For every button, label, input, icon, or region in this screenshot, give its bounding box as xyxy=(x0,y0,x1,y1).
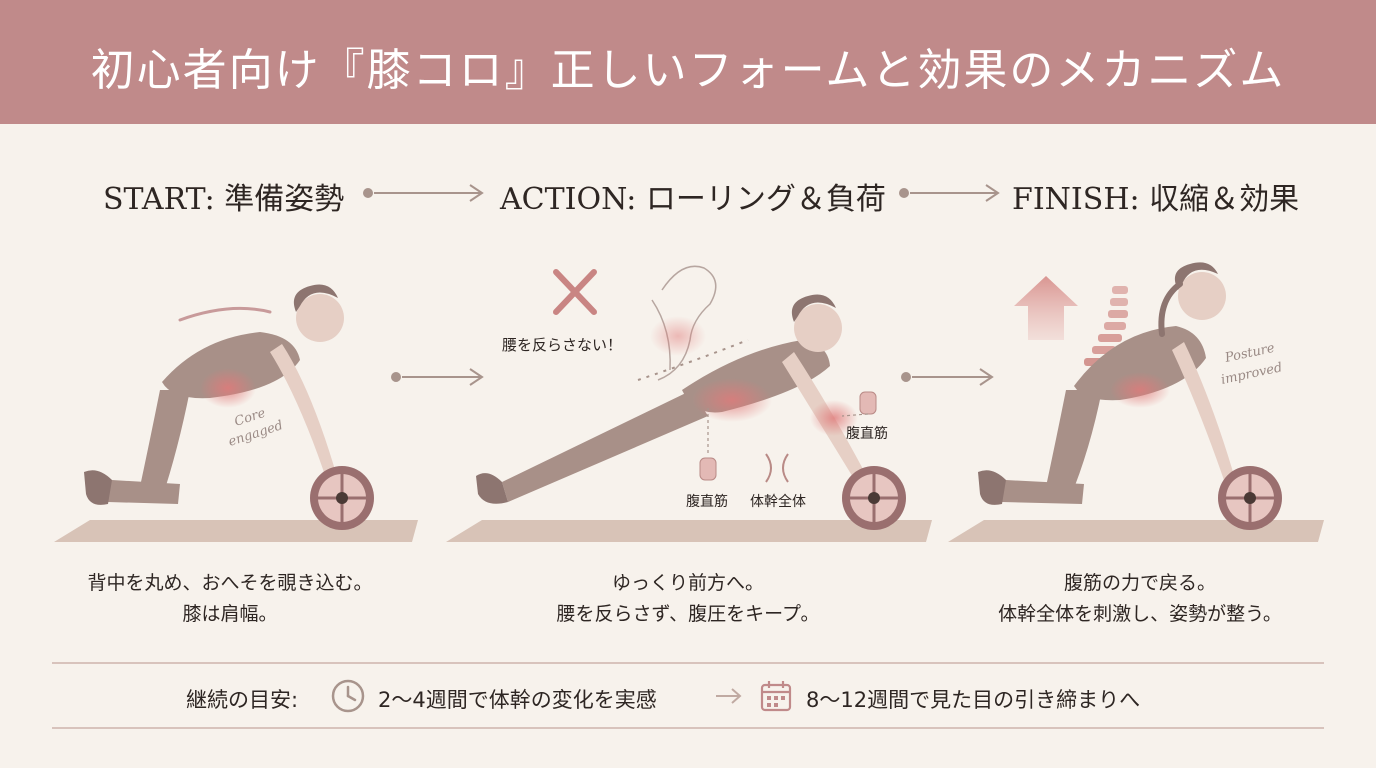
step-arrow-2 xyxy=(899,184,1000,202)
finish-illustration: Posture improved xyxy=(948,262,1324,542)
footer-label: 継続の目安: xyxy=(186,688,299,712)
warning-x-icon xyxy=(553,269,597,315)
ab-wheel xyxy=(1218,466,1282,530)
step-title-action: ACTION: ローリング＆負荷 xyxy=(500,182,886,217)
calendar-icon xyxy=(760,681,792,712)
action-illustration: 腰を反らさない！ 腹直筋 腹直筋 体幹全体 xyxy=(446,265,932,542)
caption-start-line1: 背中を丸め、おへそを覗き込む。 xyxy=(87,572,373,594)
scene-arrow-2 xyxy=(901,368,994,386)
caption-action-line1: ゆっくり前方へ。 xyxy=(611,572,764,594)
footer-divider-top xyxy=(52,662,1324,664)
scene-arrow-1 xyxy=(391,368,484,386)
caption-start: 背中を丸め、おへそを覗き込む。 膝は肩幅。 xyxy=(10,568,450,630)
up-arrow-icon xyxy=(1014,276,1078,340)
page-title: 初心者向け『膝コロ』正しいフォームと効果のメカニズム xyxy=(90,45,1286,96)
ab-wheel xyxy=(310,466,374,530)
arrow-right-icon xyxy=(716,688,742,704)
ab-wheel xyxy=(842,466,906,530)
muscle-label-upper: 腹直筋 xyxy=(846,425,888,442)
step-arrow-1 xyxy=(363,184,484,202)
abs-icon-left xyxy=(699,457,717,481)
abs-icon-right xyxy=(859,391,877,415)
muscle-label-lower: 腹直筋 xyxy=(686,493,728,510)
step-title-start: START: 準備姿勢 xyxy=(103,182,345,217)
header-banner: 初心者向け『膝コロ』正しいフォームと効果のメカニズム xyxy=(0,0,1376,124)
core-icon xyxy=(765,453,789,483)
exercise-mat xyxy=(446,520,932,542)
start-illustration: Core engaged xyxy=(54,284,418,542)
caption-action-line2: 腰を反らさず、腹圧をキープ。 xyxy=(556,603,820,625)
back-curve-guide xyxy=(178,306,272,322)
step-title-finish: FINISH: 収縮＆効果 xyxy=(1012,182,1300,217)
warning-text: 腰を反らさない！ xyxy=(502,336,622,354)
caption-action: ゆっくり前方へ。 腰を反らさず、腹圧をキープ。 xyxy=(468,568,908,630)
caption-finish-line1: 腹筋の力で戻る。 xyxy=(1063,572,1216,594)
caption-finish: 腹筋の力で戻る。 体幹全体を刺激し、姿勢が整う。 xyxy=(920,568,1360,630)
caption-finish-line2: 体幹全体を刺激し、姿勢が整う。 xyxy=(998,603,1282,625)
exercise-mat xyxy=(54,520,418,542)
clock-icon xyxy=(331,679,365,713)
footer-divider-bottom xyxy=(52,727,1324,729)
milestone-2: 8〜12週間で見た目の引き締まりへ xyxy=(806,688,1141,712)
muscle-label-core: 体幹全体 xyxy=(750,493,806,510)
caption-start-line2: 膝は肩幅。 xyxy=(182,603,278,625)
footer-timeline: 継続の目安: 2〜4週間で体幹の変化を実感 8〜12週間で見た目の引き締まりへ xyxy=(0,676,1376,720)
milestone-1: 2〜4週間で体幹の変化を実感 xyxy=(378,688,657,712)
exercise-mat xyxy=(948,520,1324,542)
